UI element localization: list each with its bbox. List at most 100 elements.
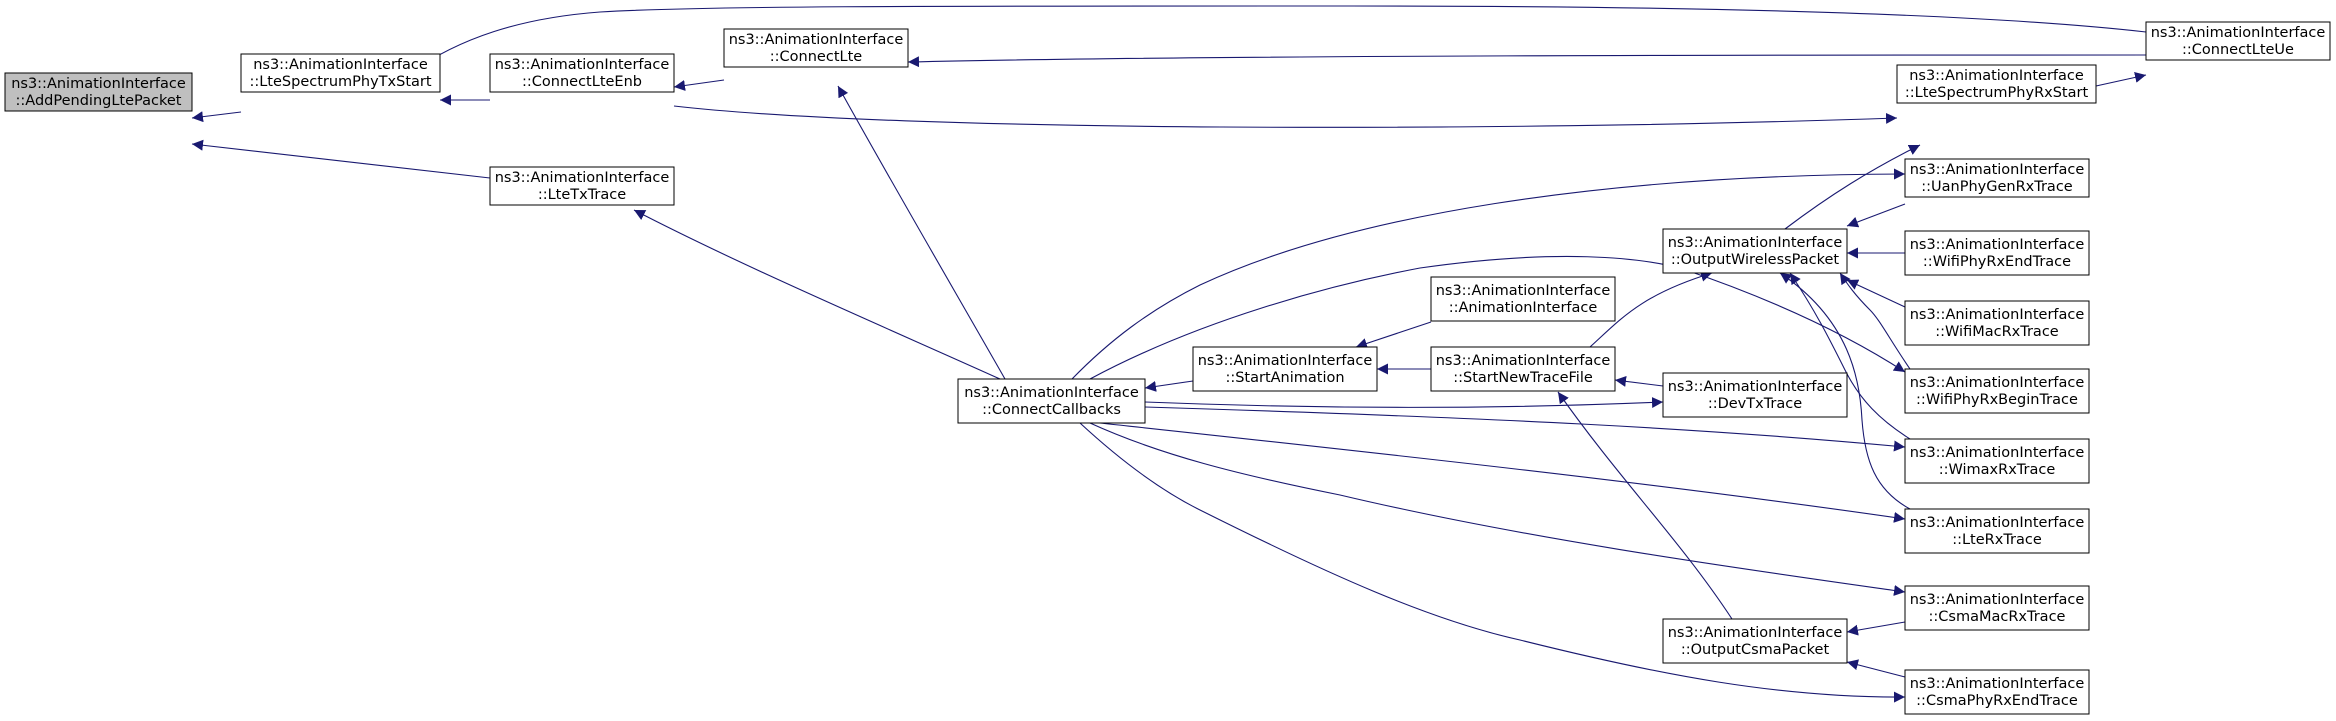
node-line2: ::LteRxTrace <box>1952 532 2042 548</box>
node-box <box>1192 346 1378 392</box>
edge-connectcallbacks-to-lterxtrace <box>1099 422 1906 523</box>
node-animiface[interactable]: ns3::AnimationInterface::AnimationInterf… <box>1430 276 1616 322</box>
node-box <box>1662 372 1848 418</box>
node-line1: ns3::AnimationInterface <box>964 385 1139 401</box>
edge-startnewtrace-to-outputwireless <box>1589 270 1713 348</box>
edge-uanphygenrx-to-outputwireless <box>1846 203 1906 228</box>
node-line1: ns3::AnimationInterface <box>2151 25 2326 41</box>
node-line2: ::OutputCsmaPacket <box>1681 642 1830 658</box>
node-connectlte[interactable]: ns3::AnimationInterface::ConnectLte <box>723 28 909 68</box>
node-line2: ::UanPhyGenRxTrace <box>1921 179 2073 195</box>
node-line1: ns3::AnimationInterface <box>1910 676 2085 692</box>
node-ltespectrumrx[interactable]: ns3::AnimationInterface::LteSpectrumPhyR… <box>1896 64 2097 104</box>
node-line2: ::StartAnimation <box>1225 370 1344 386</box>
edge-startanimation-to-connectcallbacks <box>1144 380 1194 392</box>
node-line2: ::CsmaMacRxTrace <box>1929 609 2066 625</box>
edge-connectlteue-to-connectlte <box>907 54 2147 68</box>
node-box <box>957 378 1146 424</box>
node-line2: ::ConnectLteEnb <box>522 74 642 90</box>
edge-wimaxrx-to-outputwireless <box>1789 272 1911 440</box>
node-box <box>1904 230 2090 276</box>
node-line1: ns3::AnimationInterface <box>1668 379 1843 395</box>
node-line2: ::WifiMacRxTrace <box>1935 324 2059 340</box>
node-uanphygenrx[interactable]: ns3::AnimationInterface::UanPhyGenRxTrac… <box>1904 158 2090 198</box>
node-box <box>2145 21 2331 61</box>
node-addpending[interactable]: ns3::AnimationInterface::AddPendingLtePa… <box>4 72 193 112</box>
node-wifiphyrxend[interactable]: ns3::AnimationInterface::WifiPhyRxEndTra… <box>1904 230 2090 276</box>
edge-ltespectrumrx-to-connectlteue <box>2095 71 2147 87</box>
edge-outputwireless-to-ltespectrumrx <box>1784 144 1921 230</box>
node-line2: ::OutputWirelessPacket <box>1671 252 1840 268</box>
node-line2: ::WifiPhyRxEndTrace <box>1923 254 2071 270</box>
node-box <box>1904 300 2090 346</box>
node-csmaphyrxend[interactable]: ns3::AnimationInterface::CsmaPhyRxEndTra… <box>1904 669 2090 715</box>
node-line1: ns3::AnimationInterface <box>1910 515 2085 531</box>
edge-connectcallbacks-to-csmaphyrxend <box>1079 422 1906 703</box>
edge-connectcallbacks-to-ltetxtrace <box>633 209 1001 380</box>
edge-connectcallbacks-to-wimaxrx <box>1144 406 1906 452</box>
node-line2: ::DevTxTrace <box>1708 396 1802 412</box>
node-ltetxtrace[interactable]: ns3::AnimationInterface::LteTxTrace <box>489 166 675 206</box>
node-box <box>1662 618 1848 664</box>
node-box <box>4 72 193 112</box>
node-line1: ns3::AnimationInterface <box>1910 162 2085 178</box>
edge-connectcallbacks-to-connectlte <box>837 85 1006 380</box>
node-line1: ns3::AnimationInterface <box>1910 375 2085 391</box>
node-box <box>1904 158 2090 198</box>
node-csmamacrx[interactable]: ns3::AnimationInterface::CsmaMacRxTrace <box>1904 585 2090 631</box>
node-box <box>489 53 675 93</box>
node-line2: ::CsmaPhyRxEndTrace <box>1916 693 2078 709</box>
node-box <box>1430 346 1616 392</box>
node-box <box>1904 669 2090 715</box>
node-devtxtrace[interactable]: ns3::AnimationInterface::DevTxTrace <box>1662 372 1848 418</box>
node-box <box>1896 64 2097 104</box>
node-startanimation[interactable]: ns3::AnimationInterface::StartAnimation <box>1192 346 1378 392</box>
node-line1: ns3::AnimationInterface <box>253 57 428 73</box>
edge-csmamacrx-to-outputcsma <box>1846 621 1906 636</box>
node-outputcsma[interactable]: ns3::AnimationInterface::OutputCsmaPacke… <box>1662 618 1848 664</box>
node-box <box>1904 585 2090 631</box>
node-line2: ::WimaxRxTrace <box>1939 462 2056 478</box>
node-line1: ns3::AnimationInterface <box>11 76 186 92</box>
node-line1: ns3::AnimationInterface <box>1910 237 2085 253</box>
edge-connectlteue-to-ltespectrumtx <box>409 5 2147 74</box>
node-lterxtrace[interactable]: ns3::AnimationInterface::LteRxTrace <box>1904 508 2090 554</box>
node-connectcallbacks[interactable]: ns3::AnimationInterface::ConnectCallback… <box>957 378 1146 424</box>
node-line1: ns3::AnimationInterface <box>729 32 904 48</box>
node-startnewtrace[interactable]: ns3::AnimationInterface::StartNewTraceFi… <box>1430 346 1616 392</box>
node-connectlteenb[interactable]: ns3::AnimationInterface::ConnectLteEnb <box>489 53 675 93</box>
node-box <box>1430 276 1616 322</box>
node-wifiphyrxbegin[interactable]: ns3::AnimationInterface::WifiPhyRxBeginT… <box>1904 368 2090 414</box>
node-wimaxrx[interactable]: ns3::AnimationInterface::WimaxRxTrace <box>1904 438 2090 484</box>
node-box <box>723 28 909 68</box>
edge-connectcallbacks-to-wifiphyrxbegin <box>1089 255 1906 380</box>
node-box <box>240 53 441 93</box>
node-wifimacrx[interactable]: ns3::AnimationInterface::WifiMacRxTrace <box>1904 300 2090 346</box>
node-box <box>1662 228 1848 274</box>
edge-connectlteenb-to-ltespectrumrx <box>673 105 1898 128</box>
node-box <box>1904 438 2090 484</box>
node-line2: ::LteSpectrumPhyRxStart <box>1905 85 2089 101</box>
node-outputwireless[interactable]: ns3::AnimationInterface::OutputWirelessP… <box>1662 228 1848 274</box>
edge-connectlte-to-connectlteenb <box>673 79 725 91</box>
node-line1: ns3::AnimationInterface <box>1910 445 2085 461</box>
node-line2: ::StartNewTraceFile <box>1453 370 1593 386</box>
node-line1: ns3::AnimationInterface <box>1668 235 1843 251</box>
node-connectlteue[interactable]: ns3::AnimationInterface::ConnectLteUe <box>2145 21 2331 61</box>
node-ltespectrumtx[interactable]: ns3::AnimationInterface::LteSpectrumPhyT… <box>240 53 441 93</box>
node-line2: ::LteSpectrumPhyTxStart <box>249 74 431 90</box>
node-line1: ns3::AnimationInterface <box>1910 592 2085 608</box>
edge-connectcallbacks-to-uanphygenrx <box>1071 168 1906 380</box>
edges-layer <box>191 5 2147 703</box>
node-line1: ns3::AnimationInterface <box>1668 625 1843 641</box>
edge-ltespectrumtx-to-addpending <box>191 111 242 123</box>
node-line1: ns3::AnimationInterface <box>495 170 670 186</box>
node-line1: ns3::AnimationInterface <box>1198 353 1373 369</box>
node-line2: ::WifiPhyRxBeginTrace <box>1916 392 2078 408</box>
edge-csmaphyrxend-to-outputcsma <box>1846 659 1906 678</box>
edge-outputcsma-to-startnewtrace <box>1557 391 1733 620</box>
node-line2: ::ConnectCallbacks <box>982 402 1121 418</box>
edge-connectcallbacks-to-csmamacrx <box>1089 422 1906 596</box>
node-line1: ns3::AnimationInterface <box>1909 68 2084 84</box>
